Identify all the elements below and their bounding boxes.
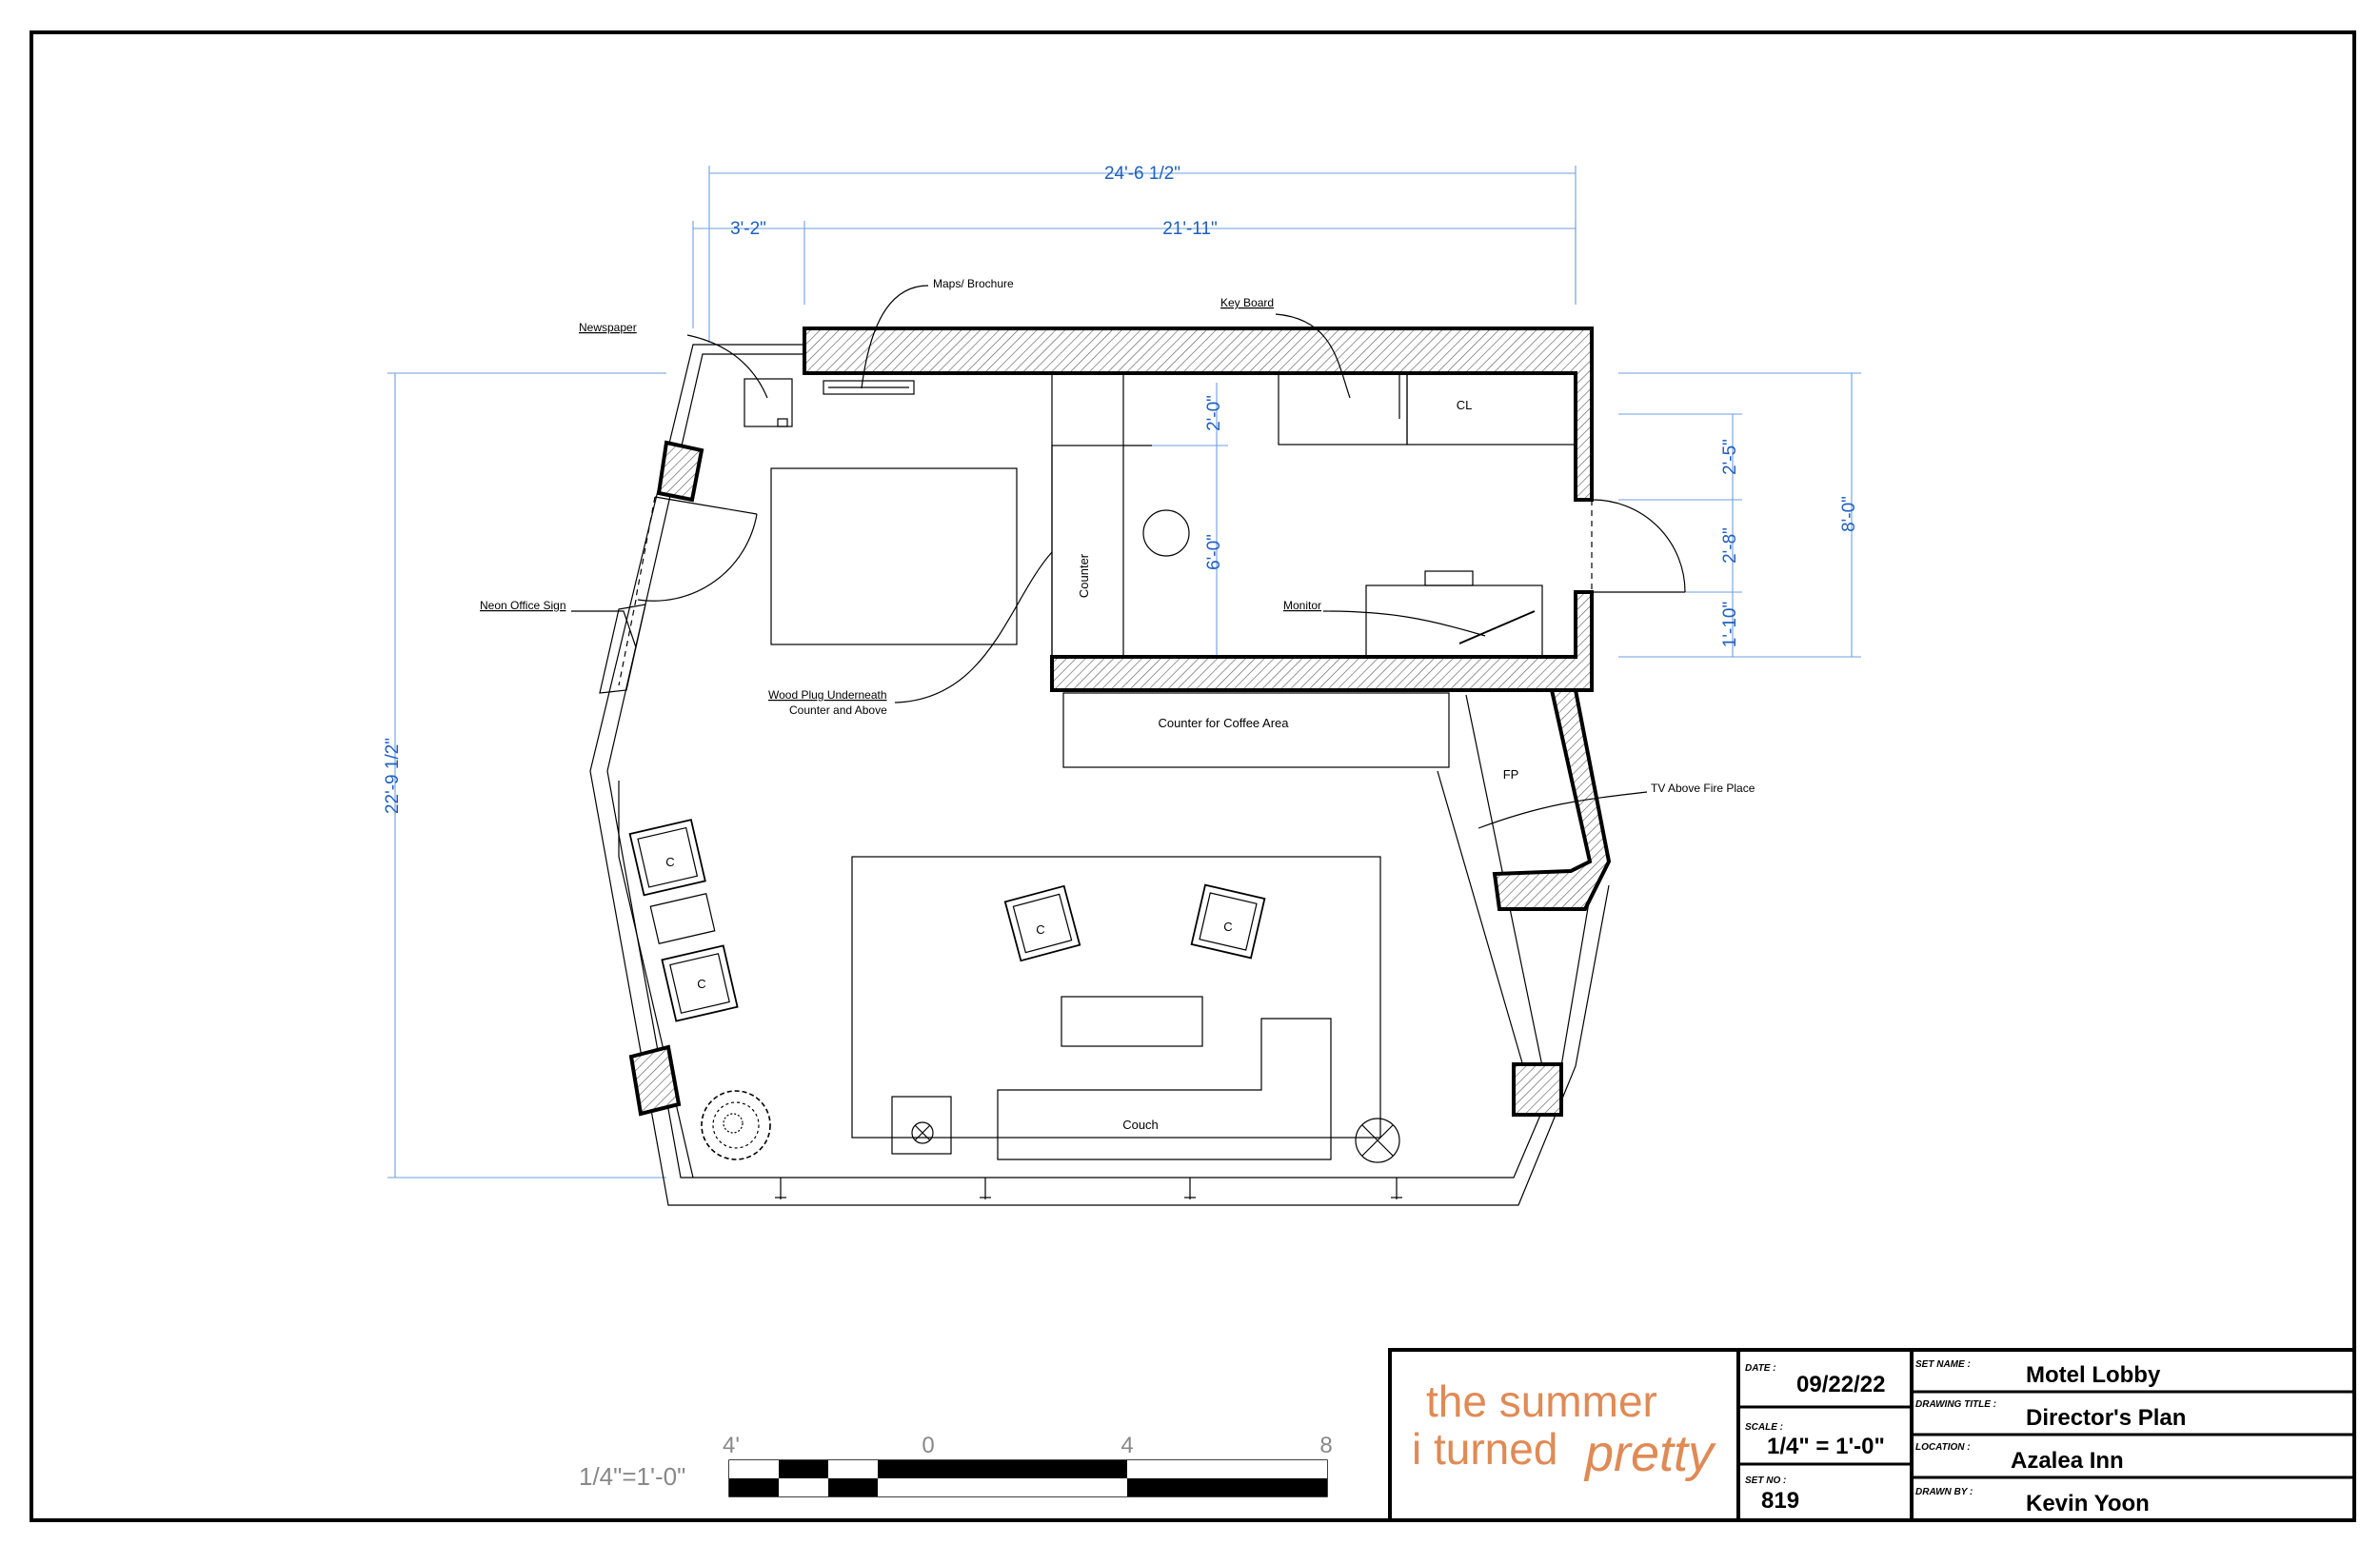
dim-main-width: 21'-11": [1162, 219, 1218, 239]
callout-maps: Maps/ Brochure: [933, 277, 1014, 290]
tb-drawing-title-key: DRAWING TITLE :: [1915, 1399, 1996, 1410]
scale-bar: 1/4"=1'-0" 4' 0 4 8: [579, 1433, 1333, 1497]
label-counter: Counter: [1077, 553, 1091, 598]
logo-line3: pretty: [1583, 1425, 1716, 1482]
scale-bar-label: 1/4"=1'-0": [579, 1462, 685, 1491]
title-block: the summer i turned pretty DATE : 09/22/…: [1388, 1348, 2356, 1522]
callout-neon-sign: Neon Office Sign: [480, 599, 566, 612]
dim-office-lower: 6'-0": [1204, 534, 1224, 570]
tb-drawing-title: Director's Plan: [2026, 1405, 2186, 1431]
lobby-furniture: [599, 378, 1450, 1163]
label-coffee-counter: Counter for Coffee Area: [1158, 716, 1289, 730]
callout-leaders: [571, 285, 1648, 829]
plant-icon: [701, 1090, 771, 1160]
dim-overall-width: 24'-6 1/2": [1104, 164, 1180, 184]
label-chair-4: C: [1223, 920, 1232, 934]
callout-key-board: Key Board: [1220, 296, 1274, 309]
scale-tick-2: 4: [1121, 1433, 1133, 1458]
dim-left-offset: 3'-2": [730, 219, 766, 239]
tb-drawn-by-key: DRAWN BY :: [1915, 1487, 1973, 1497]
dim-door-bottom: 1'-10": [1720, 602, 1740, 647]
label-chair-1: C: [665, 855, 674, 869]
dim-door-top: 2'-5": [1720, 439, 1740, 475]
tb-scale: 1/4" = 1'-0": [1767, 1434, 1885, 1459]
tb-location: Azalea Inn: [2011, 1448, 2124, 1474]
sheet-border: [30, 30, 2356, 1522]
logo-line1: the summer: [1426, 1377, 1657, 1426]
dim-door-mid: 2'-8": [1720, 527, 1740, 564]
tb-set-name-key: SET NAME :: [1915, 1359, 1971, 1370]
door-swings: [618, 496, 1686, 686]
dim-door-total: 8'-0": [1839, 496, 1859, 532]
callout-tv: TV Above Fire Place: [1651, 782, 1755, 795]
tb-location-key: LOCATION :: [1915, 1442, 1971, 1453]
office-interior: [1051, 372, 1577, 658]
tb-date: 09/22/22: [1796, 1372, 1885, 1397]
callout-wood-plug-line2: Counter and Above: [789, 703, 887, 717]
label-couch: Couch: [1122, 1118, 1159, 1132]
label-closet: CL: [1457, 398, 1473, 412]
tb-set-no: 819: [1761, 1488, 1799, 1514]
tb-set-no-key: SET NO :: [1745, 1476, 1786, 1486]
callout-wood-plug-line1: Wood Plug Underneath: [768, 688, 887, 702]
tb-date-key: DATE :: [1745, 1363, 1776, 1374]
callout-monitor: Monitor: [1283, 599, 1321, 612]
scale-tick-0: 4': [723, 1433, 740, 1458]
logo-line2: i turned: [1412, 1424, 1557, 1474]
dimension-lines: [387, 166, 1861, 1179]
tb-set-name: Motel Lobby: [2026, 1362, 2161, 1388]
label-chair-3: C: [1036, 922, 1044, 937]
scale-tick-3: 8: [1319, 1433, 1332, 1458]
tb-drawn-by: Kevin Yoon: [2026, 1491, 2150, 1516]
building-shell: [589, 344, 1610, 1206]
dim-office-upper: 2'-0": [1204, 395, 1224, 431]
room-labels: Counter CL Counter for Coffee Area FP C …: [665, 398, 1518, 1132]
callout-newspaper: Newspaper: [579, 321, 637, 334]
dim-overall-depth: 22'-9 1/2": [383, 738, 403, 814]
tb-scale-key: SCALE :: [1745, 1422, 1783, 1433]
label-chair-2: C: [697, 977, 705, 991]
dimension-labels: 24'-6 1/2" 3'-2" 21'-11" 22'-9 1/2" 2'-0…: [383, 164, 1859, 814]
show-logo: the summer i turned pretty: [1412, 1377, 1716, 1482]
label-fireplace: FP: [1503, 767, 1519, 782]
callout-labels: Maps/ Brochure Newspaper Key Board Neon …: [480, 277, 1755, 795]
scale-tick-1: 0: [922, 1433, 934, 1458]
